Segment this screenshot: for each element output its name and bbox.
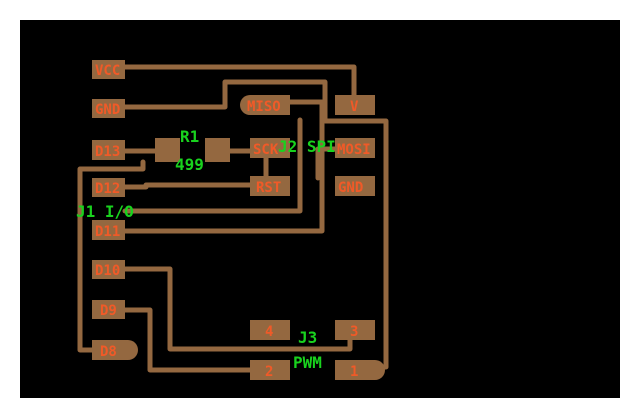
silk-j3: J3 [298, 328, 317, 347]
pad-rst [250, 176, 290, 196]
pad-d12 [92, 178, 125, 197]
traces [77, 64, 389, 373]
trace-miso [115, 99, 325, 234]
pad-r1-left [155, 138, 180, 162]
silk-j2-spi: J2 SPI [278, 137, 336, 156]
pad-v [335, 95, 375, 115]
pad-label-miso: MISO [247, 99, 281, 115]
pad-label-1: 1 [350, 364, 358, 380]
pad-miso [240, 95, 290, 115]
pad-label-v: V [350, 99, 359, 115]
pad-label-d9: D9 [100, 303, 117, 319]
pad-label-rst: RST [256, 180, 281, 196]
pad-2 [250, 360, 290, 380]
pad-label-d11: D11 [95, 224, 120, 240]
pad-label-sck: SCK [253, 142, 279, 158]
pad-label-4: 4 [265, 324, 273, 340]
pad-gnd-left [92, 99, 125, 118]
pad-r1-right [205, 138, 230, 162]
pad-d8 [92, 340, 138, 360]
trace-gnd [122, 79, 389, 370]
pad-d13 [92, 140, 125, 160]
trace-vcc [122, 64, 357, 105]
silk-pwm: PWM [293, 353, 322, 372]
pad-1 [335, 360, 385, 380]
pad-label-vcc: VCC [95, 63, 120, 79]
trace-spi-bus [122, 117, 303, 214]
pad-4 [250, 320, 290, 340]
pad-label-d13: D13 [95, 144, 120, 160]
pad-label-mosi: MOSI [337, 142, 371, 158]
pad-label-d10: D10 [95, 263, 120, 279]
trace-d12 [122, 182, 258, 190]
pad-sck [250, 138, 290, 158]
silk-j1-io: J1 I/O [76, 202, 134, 221]
pad-gnd-right [335, 176, 375, 196]
pad-mosi [335, 138, 375, 158]
trace-d10 [122, 266, 353, 352]
pad-label-gnd-left: GND [95, 102, 120, 118]
silk-r1-ref: R1 [180, 127, 199, 146]
pad-label-2: 2 [265, 364, 273, 380]
pad-label-d12: D12 [95, 181, 120, 197]
pad-label-gnd-right: GND [338, 180, 363, 196]
pad-d9 [92, 300, 125, 319]
pad-labels: VCC GND D13 D12 D11 D10 D9 D8 MISO SCK R… [95, 63, 371, 380]
pad-d11 [92, 220, 125, 240]
trace-d9 [122, 307, 258, 373]
silk-r1-value: 499 [175, 155, 204, 174]
pads [92, 60, 385, 380]
pad-label-d8: D8 [100, 344, 117, 360]
pad-label-3: 3 [350, 324, 358, 340]
pad-d10 [92, 260, 125, 279]
silkscreen: R1 499 J2 SPI J1 I/O J3 PWM [76, 127, 336, 372]
pad-3 [335, 320, 375, 340]
pad-vcc [92, 60, 125, 79]
